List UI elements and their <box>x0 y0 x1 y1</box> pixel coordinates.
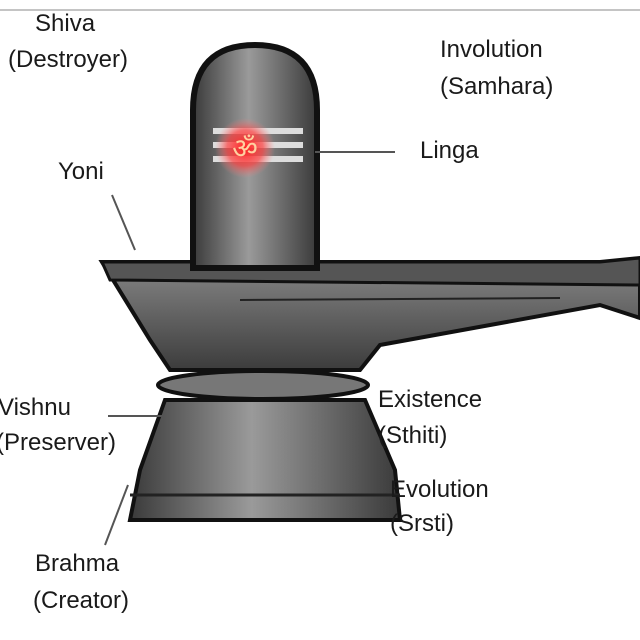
neck <box>156 369 370 401</box>
label-involution: Involution <box>440 36 543 63</box>
om-icon: ॐ <box>232 132 258 165</box>
base-pedestal <box>127 398 403 522</box>
label-srsti: (Srsti) <box>390 510 454 537</box>
label-destroyer: (Destroyer) <box>8 46 129 73</box>
label-yoni: Yoni <box>58 158 104 185</box>
label-shiva: Shiva <box>35 10 96 37</box>
label-existence: Existence <box>378 386 483 413</box>
label-creator: (Creator) <box>33 587 130 614</box>
label-linga: Linga <box>420 137 479 164</box>
label-sthiti: (Sthiti) <box>378 422 448 449</box>
label-vishnu: Vishnu <box>0 394 71 421</box>
label-evolution: Evolution <box>390 476 489 503</box>
yoni-leader <box>111 194 136 251</box>
label-samhara: (Samhara) <box>440 73 554 100</box>
label-brahma: Brahma <box>35 550 120 577</box>
label-preserver: (Preserver) <box>0 429 117 456</box>
om-glow <box>215 118 275 178</box>
brahma-leader <box>104 484 129 546</box>
